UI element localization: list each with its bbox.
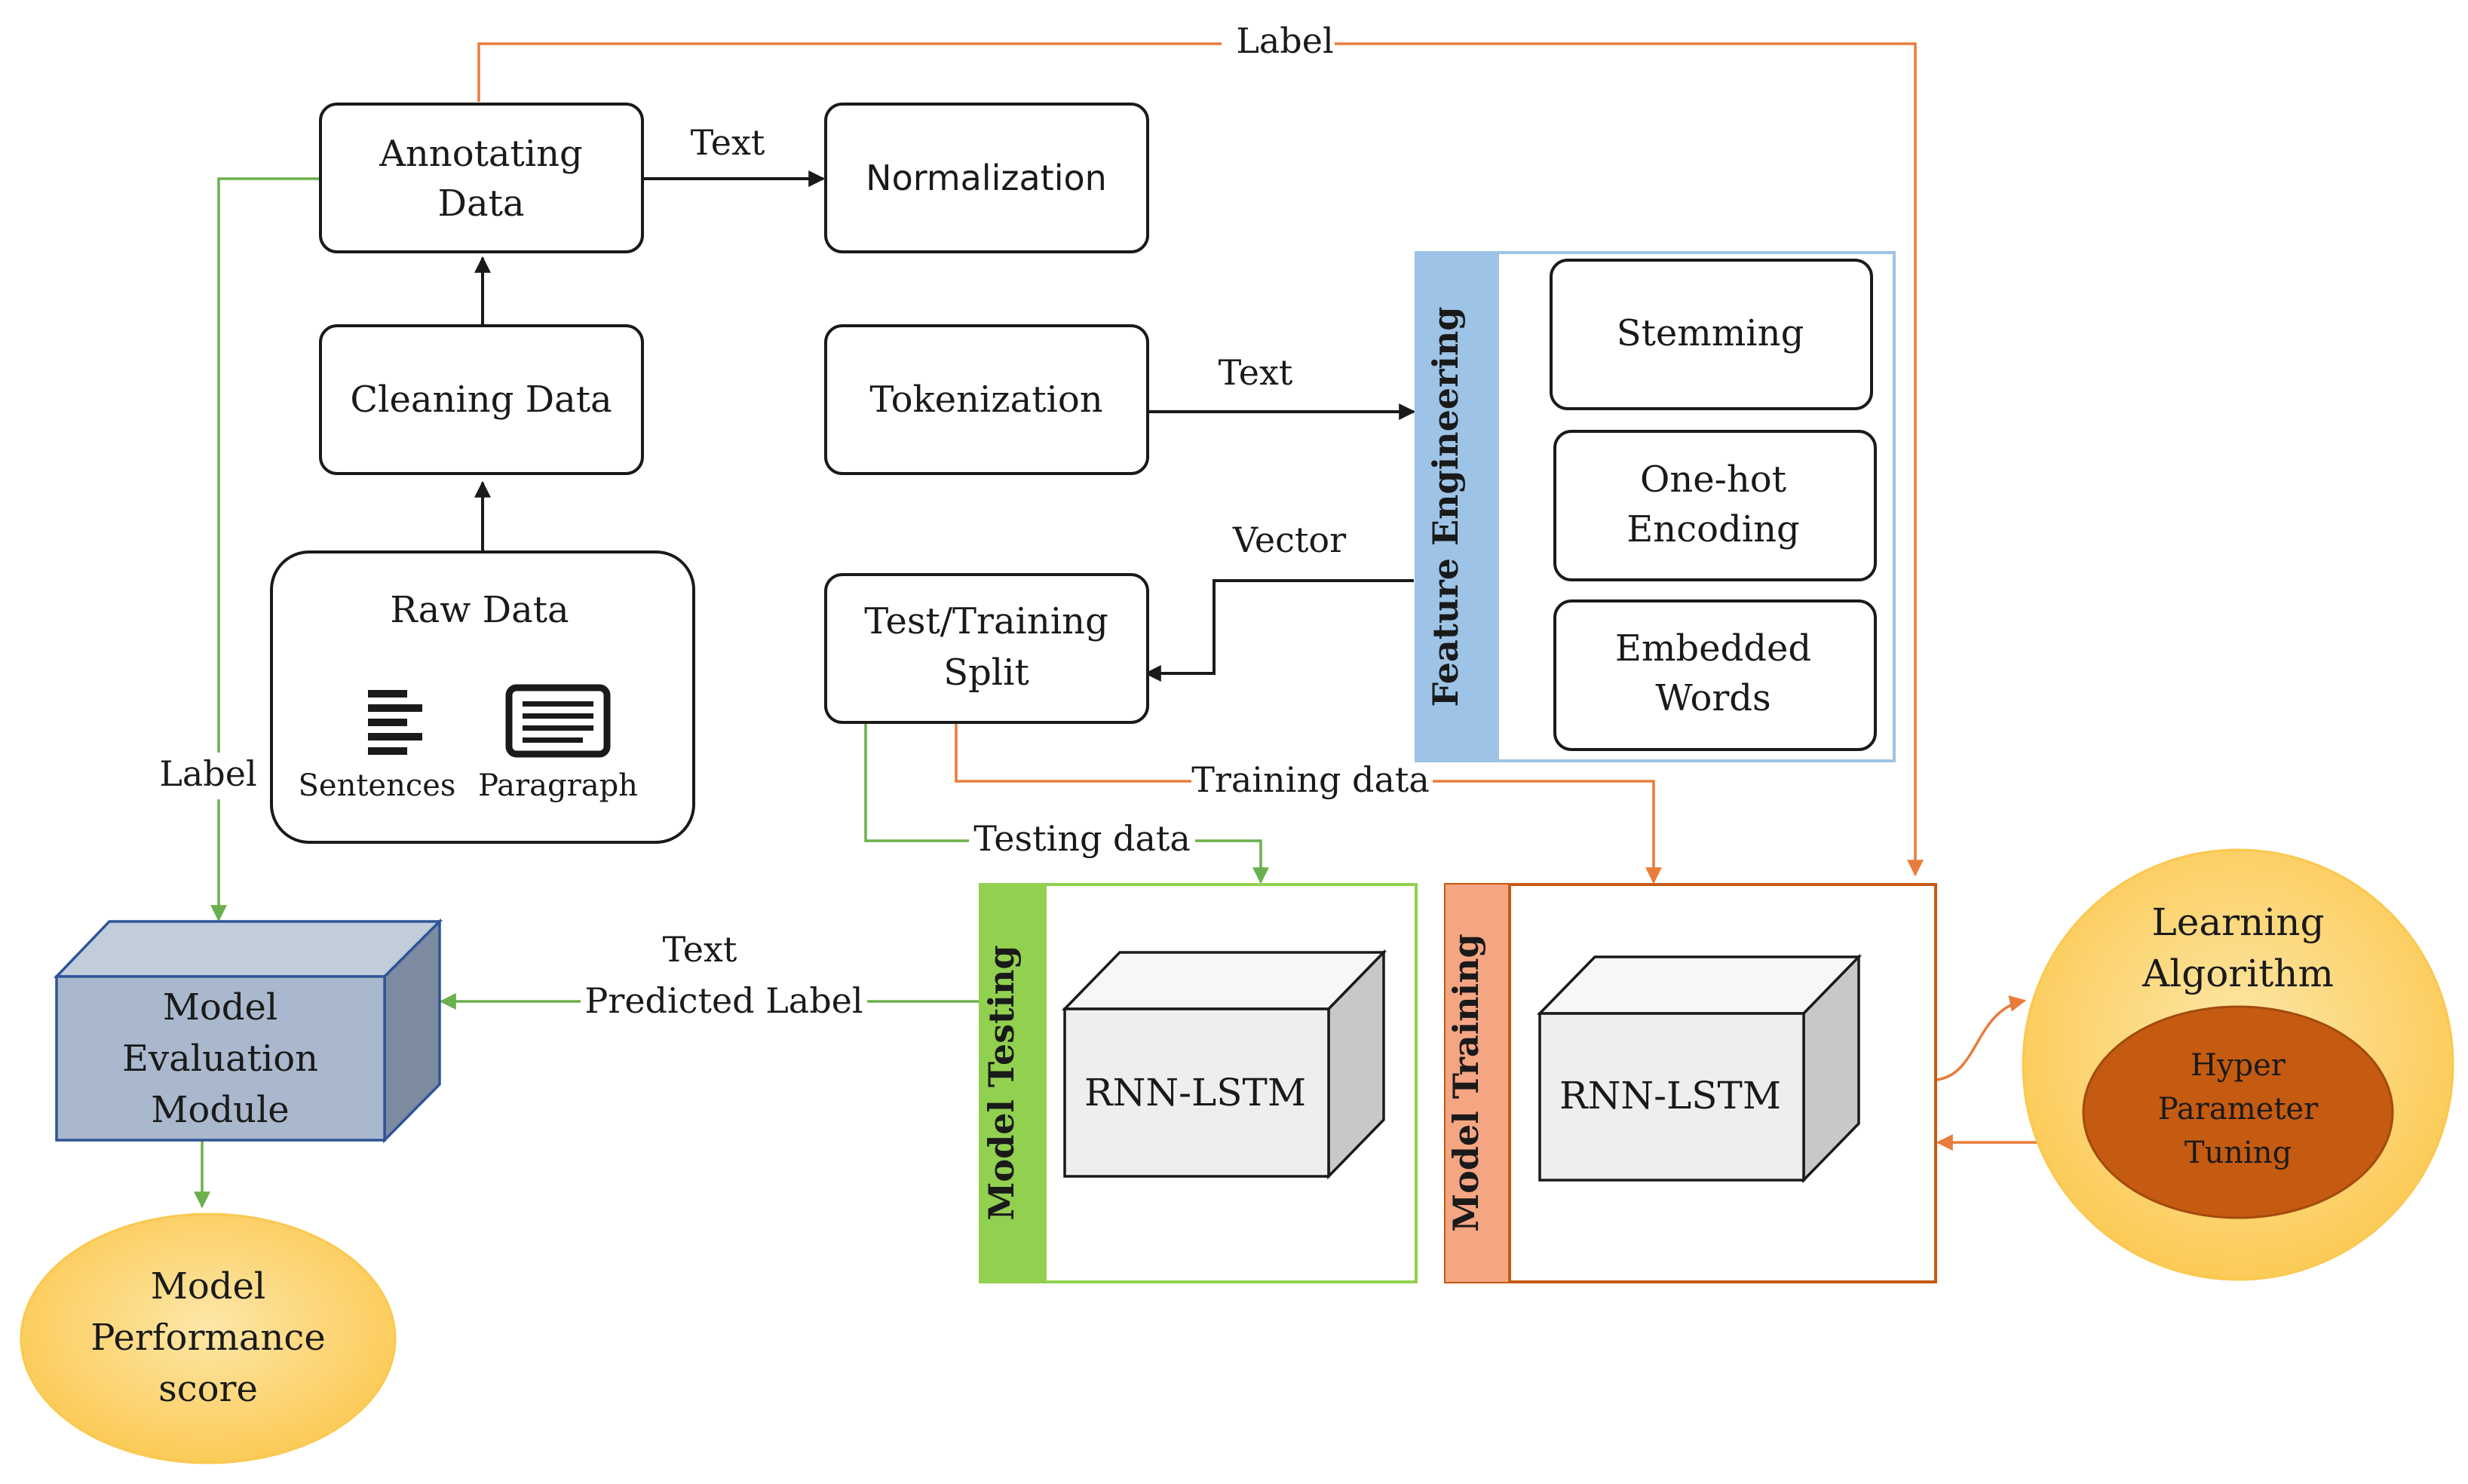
embedded-line-1: Embedded xyxy=(1615,627,1811,670)
annotating-data-line-1: Annotating xyxy=(379,133,583,175)
edge-label-text: Text xyxy=(663,929,737,970)
node-normalization xyxy=(824,103,1149,253)
embedded-line-2: Words xyxy=(1655,677,1771,719)
edge-label-vector: Vector xyxy=(1232,520,1346,560)
hyper-line-3: Tuning xyxy=(2184,1136,2292,1170)
learning-line-1: Learning xyxy=(2152,900,2325,944)
node-test-training-split xyxy=(824,573,1149,724)
evaluation-line-1: Model xyxy=(163,986,278,1029)
edge-training-to-learning xyxy=(1936,995,2027,1081)
sentences-label: Sentences xyxy=(299,768,456,803)
hyper-line-1: Hyper xyxy=(2191,1048,2286,1083)
split-line-1: Test/Training xyxy=(864,600,1108,642)
edge-label-label-top: Label xyxy=(1236,20,1333,61)
cleaning-data-label: Cleaning Data xyxy=(350,379,612,421)
node-embedded-words xyxy=(1553,599,1877,751)
edge-label-text-tokenization: Text xyxy=(1219,352,1293,393)
performance-line-3: score xyxy=(158,1368,258,1410)
edge-label-training-data: Training data xyxy=(1191,759,1430,800)
node-one-hot-encoding xyxy=(1553,430,1877,581)
performance-line-1: Model xyxy=(151,1265,266,1308)
one-hot-line-2: Encoding xyxy=(1626,508,1799,550)
model-testing-bar xyxy=(980,885,1047,1282)
tokenization-label: Tokenization xyxy=(869,379,1102,421)
feature-engineering-bar xyxy=(1416,253,1499,761)
node-model-evaluation-module xyxy=(53,918,443,1144)
rnn-lstm-training-box xyxy=(1536,953,1862,1184)
edge-label-text-annotating: Text xyxy=(691,122,765,163)
edge-label-testing-data: Testing data xyxy=(973,818,1191,859)
paragraph-label: Paragraph xyxy=(478,768,638,803)
stemming-label: Stemming xyxy=(1617,312,1804,354)
normalization-label: Normalization xyxy=(866,158,1107,198)
rnn-lstm-testing-box xyxy=(1061,949,1387,1180)
node-tokenization xyxy=(824,324,1149,475)
edge-label-left xyxy=(210,177,320,922)
node-cleaning-data xyxy=(319,324,644,475)
node-raw-data xyxy=(270,550,695,844)
paragraph-document-icon xyxy=(505,684,611,758)
performance-line-2: Performance xyxy=(90,1317,325,1359)
one-hot-line-1: One-hot xyxy=(1640,458,1786,501)
node-stemming xyxy=(1550,259,1873,410)
model-testing-label: Model Testing xyxy=(981,946,1022,1221)
model-training-label: Model Training xyxy=(1446,934,1486,1231)
edge-vector-to-split xyxy=(1144,579,1414,682)
node-annotating-data xyxy=(319,103,644,253)
rnn-lstm-testing-label: RNN-LSTM xyxy=(1084,1071,1306,1115)
edge-label-label-left: Label xyxy=(159,753,256,794)
rnn-lstm-training-label: RNN-LSTM xyxy=(1559,1074,1781,1118)
node-hyper-parameter-tuning xyxy=(2082,1005,2394,1219)
split-line-2: Split xyxy=(943,652,1029,694)
learning-line-2: Algorithm xyxy=(2141,952,2334,995)
sentences-lines-icon xyxy=(368,690,422,755)
node-model-performance-score xyxy=(20,1213,397,1464)
hyper-line-2: Parameter xyxy=(2158,1092,2319,1127)
evaluation-line-3: Module xyxy=(151,1089,289,1131)
evaluation-line-2: Evaluation xyxy=(122,1038,318,1080)
annotating-data-line-2: Data xyxy=(437,182,524,225)
feature-engineering-label: Feature Engineering xyxy=(1425,307,1466,707)
edge-label-predicted-label: Predicted Label xyxy=(584,980,863,1021)
model-training-bar xyxy=(1446,885,1510,1282)
edge-label-top xyxy=(477,42,1924,877)
raw-data-label: Raw Data xyxy=(390,589,569,631)
